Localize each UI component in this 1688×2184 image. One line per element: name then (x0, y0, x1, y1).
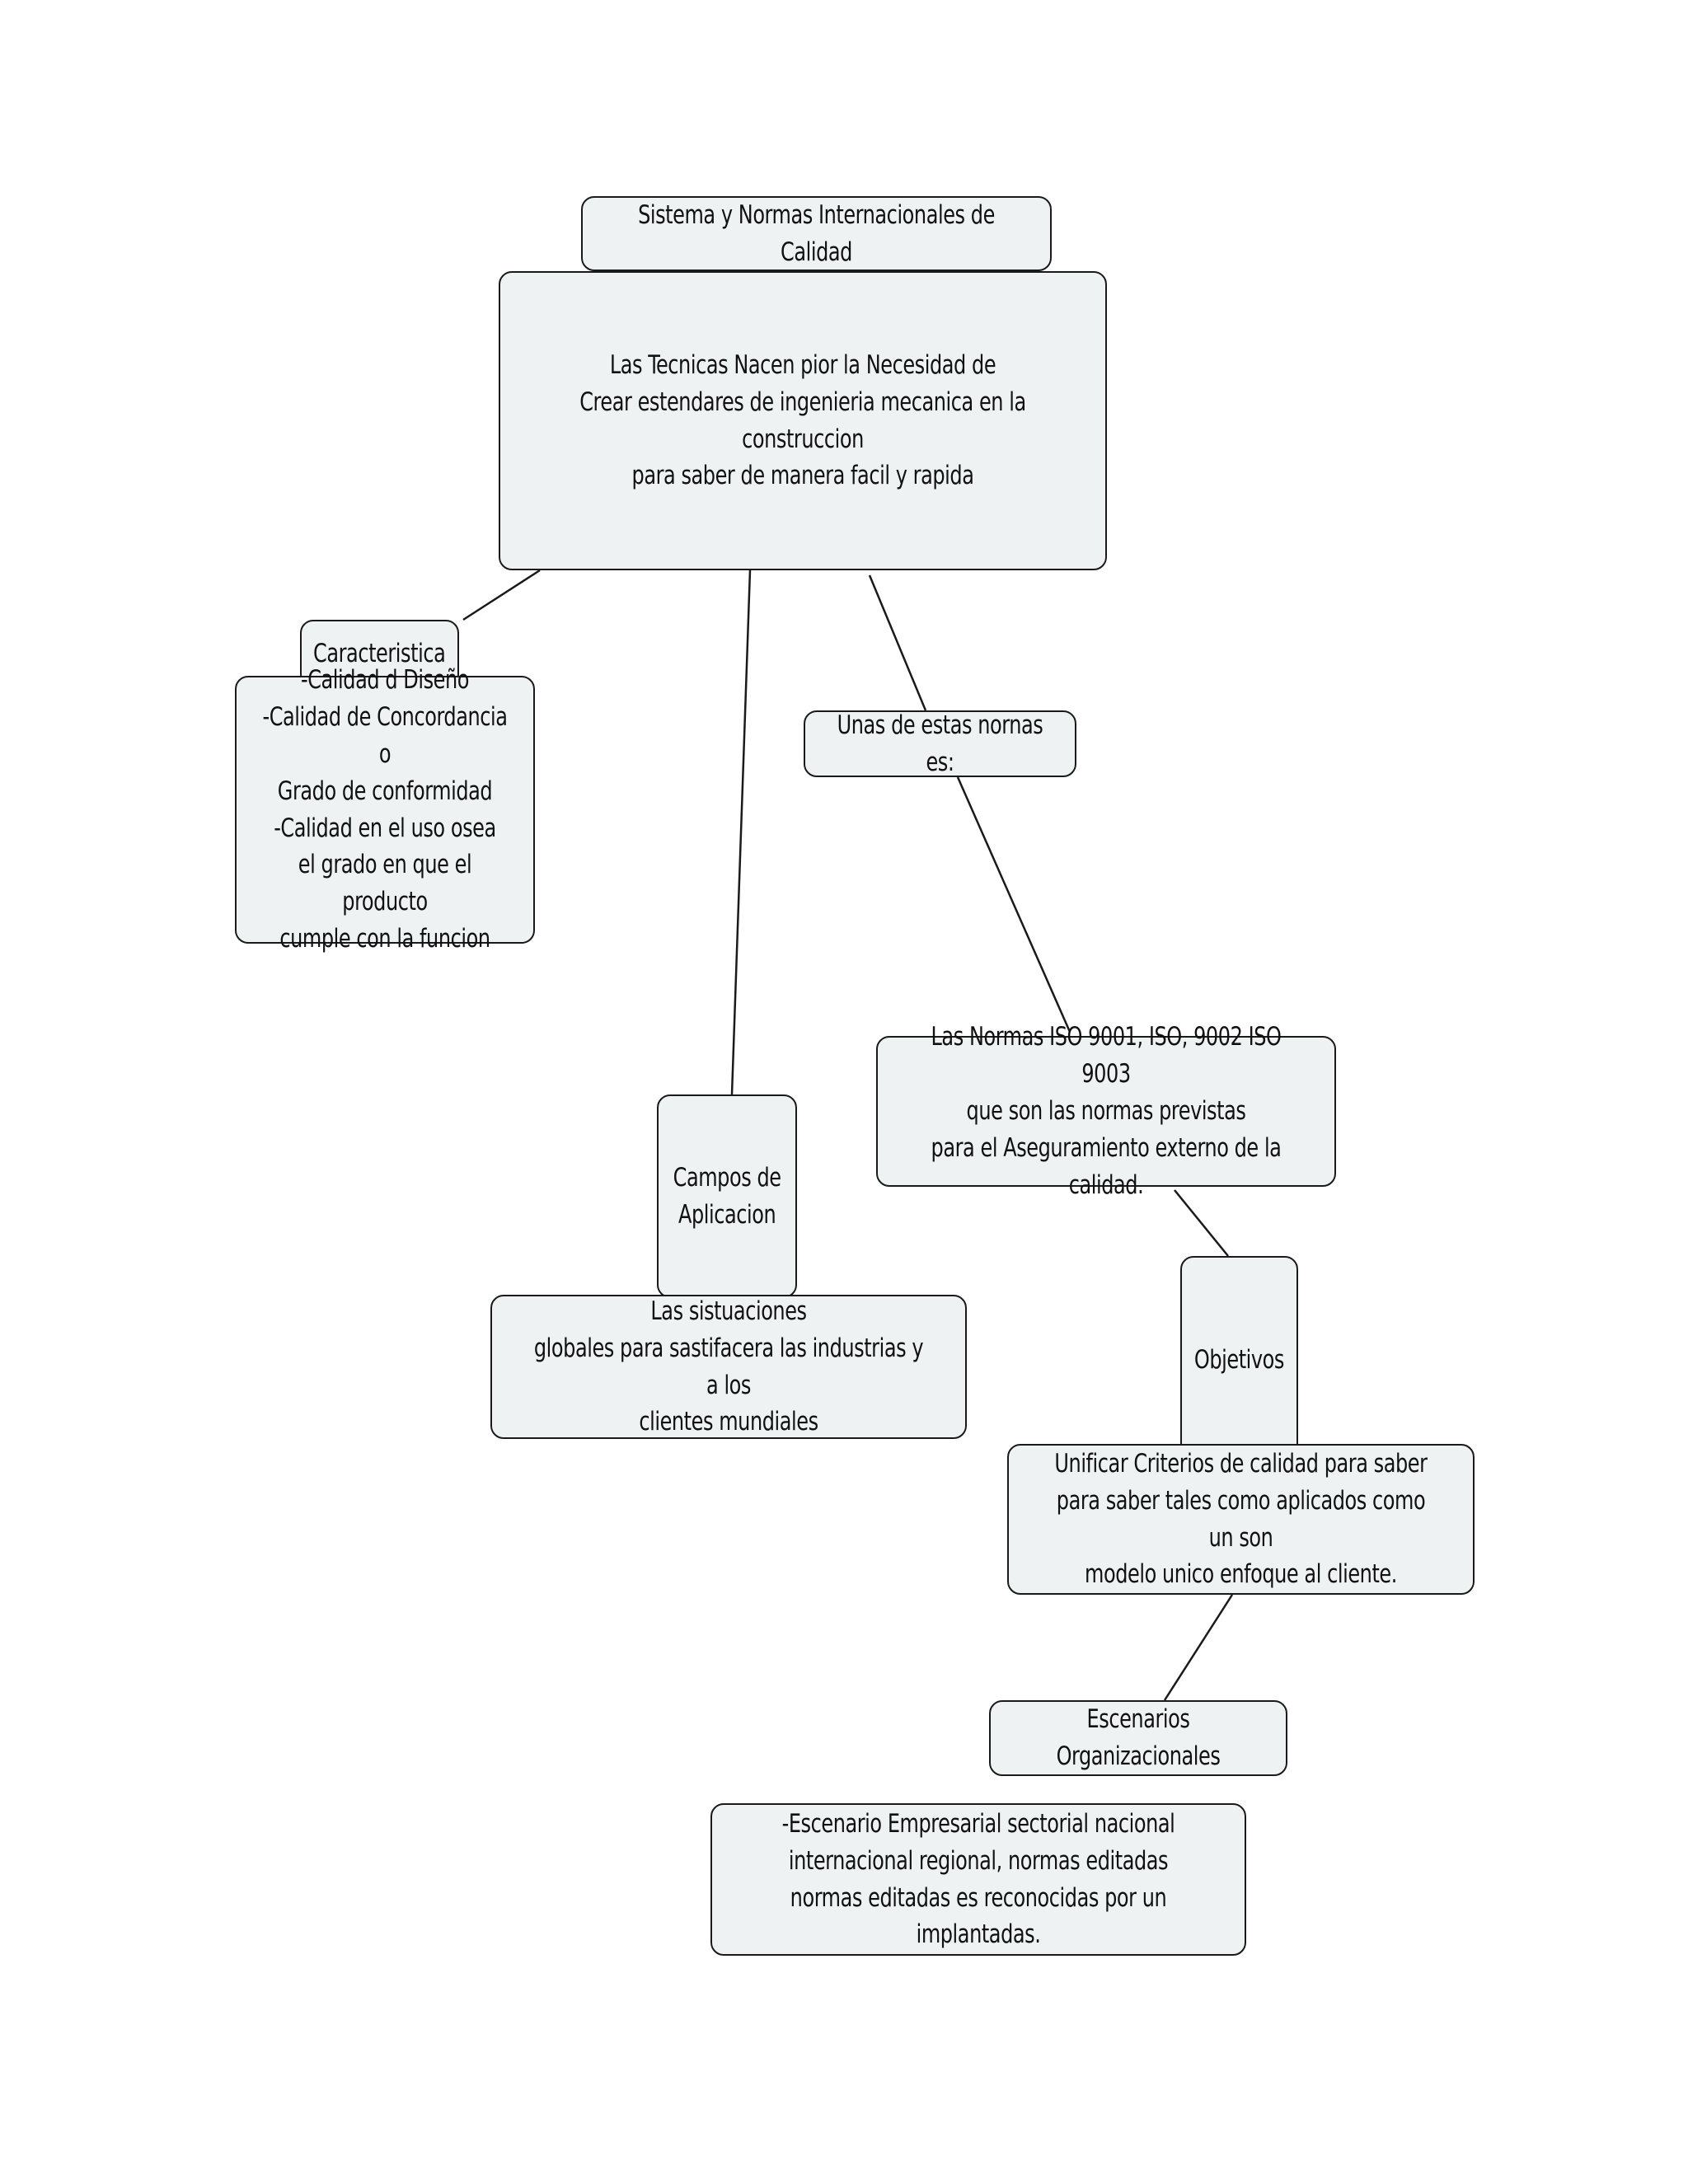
escenarios-detail-node: -Escenario Empresarial sectorial naciona… (710, 1803, 1246, 1956)
caracteristica-detail-text: -Calidad d Diseño -Calidad de Concordanc… (262, 664, 508, 954)
normas-iso-node: Las Normas ISO 9001, ISO, 9002 ISO 9003 … (876, 1022, 1336, 1200)
normas-label-text: Unas de estas nornas es: (837, 710, 1043, 777)
caracteristica-detail-node: -Calidad d Diseño -Calidad de Concordanc… (235, 665, 535, 954)
objetivos-detail-text: Unificar Criterios de calidad para saber… (1054, 1448, 1428, 1590)
connector-origin-to-campos (730, 569, 752, 1095)
title-node: Sistema y Normas Internacionales de Cali… (581, 196, 1052, 271)
campos-detail-node: Las sistuaciones globales para sastiface… (490, 1295, 967, 1439)
campos-detail-text: Las sistuaciones globales para sastiface… (533, 1296, 924, 1437)
connector-origin-to-normas (868, 574, 927, 711)
connector-iso-to-objetivos (1174, 1189, 1229, 1257)
escenarios-detail-text: -Escenario Empresarial sectorial naciona… (781, 1808, 1175, 1950)
origin-node-text: Las Tecnicas Nacen pior la Necesidad de … (579, 349, 1026, 491)
origin-node: Las Tecnicas Nacen pior la Necesidad de … (499, 271, 1107, 570)
connector-objetivos-to-escenarios (1163, 1594, 1234, 1701)
objetivos-label-text: Objetivos (1193, 1345, 1285, 1376)
objetivos-detail-node: Unificar Criterios de calidad para saber… (1007, 1444, 1475, 1595)
campos-label-node: Campos de Aplicacion (657, 1094, 797, 1298)
normas-iso-text: Las Normas ISO 9001, ISO, 9002 ISO 9003 … (931, 1022, 1282, 1200)
campos-label-text: Campos de Aplicacion (673, 1162, 781, 1230)
escenarios-label-text: Escenarios Organizacionales (1056, 1704, 1221, 1771)
connector-normas-to-iso (956, 776, 1071, 1033)
escenarios-label-node: Escenarios Organizacionales (989, 1700, 1287, 1776)
caracteristica-label-text: Caracteristica (313, 638, 446, 668)
objetivos-label-node: Objetivos (1180, 1256, 1298, 1465)
normas-label-node: Unas de estas nornas es: (804, 710, 1076, 777)
title-node-text: Sistema y Normas Internacionales de Cali… (638, 199, 995, 267)
connector-origin-to-caracteristica (462, 569, 541, 621)
